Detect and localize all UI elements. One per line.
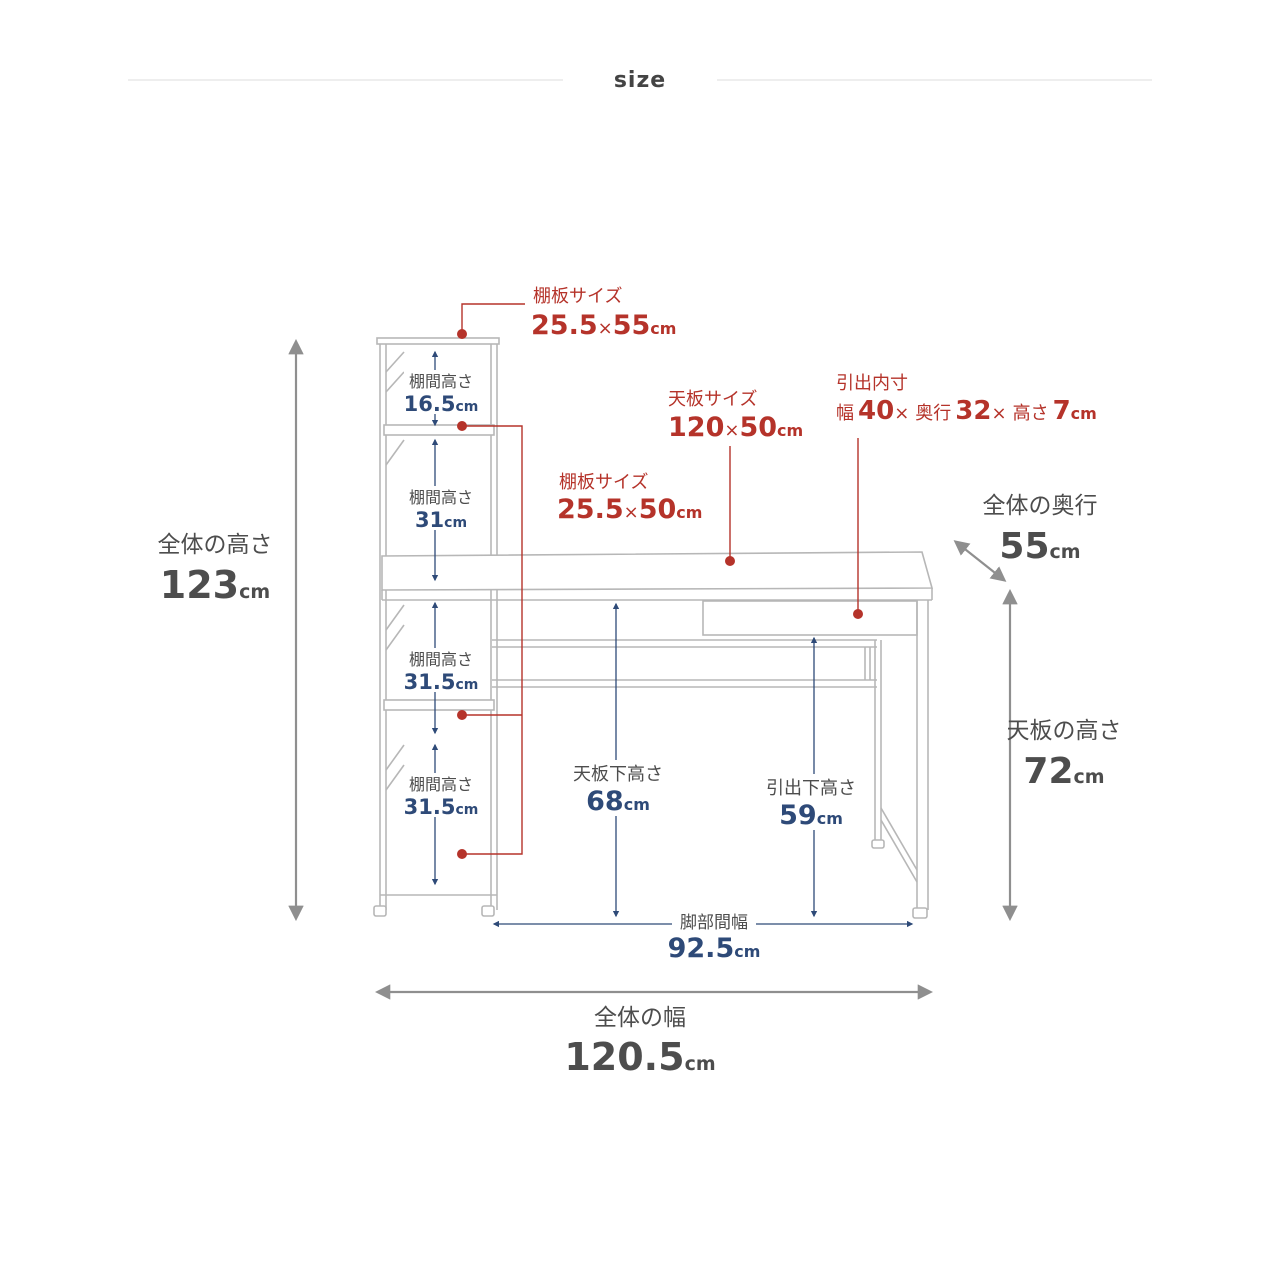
shelf-gap-2-label: 棚間高さ (409, 488, 473, 507)
top-board-value: 120×50cm (668, 412, 803, 443)
tower-foot-right (481, 905, 495, 917)
under-drawer-value: 59cm (779, 800, 843, 831)
desk-drawing (373, 337, 934, 919)
shelf-top-leader (461, 303, 525, 334)
leg-span-value: 92.5cm (668, 933, 761, 964)
section-title: size (614, 68, 666, 93)
top-board-label: 天板サイズ (668, 389, 757, 410)
shelf-gap-3-value: 31.5cm (404, 670, 479, 694)
shelf-top-label: 棚板サイズ (533, 286, 622, 307)
tower-foot-left (373, 905, 387, 917)
shelf-lower-label: 棚板サイズ (559, 472, 648, 493)
overall-height-value: 123cm (160, 563, 270, 607)
under-drawer-label: 引出下高さ (766, 778, 856, 799)
shelf-top-dot (457, 329, 467, 339)
overall-height-label: 全体の高さ (158, 532, 273, 558)
shelf-gap-4-label: 棚間高さ (409, 775, 473, 794)
desk-height-label: 天板の高さ (1007, 718, 1122, 744)
shelf-5-dot (457, 849, 467, 859)
shelf-2 (383, 424, 495, 436)
drawer (702, 600, 918, 636)
overall-depth-arrow (953, 540, 1007, 582)
under-top-value: 68cm (586, 786, 650, 817)
desk-top-board (381, 551, 934, 591)
shelf-4 (383, 699, 495, 711)
under-top-label: 天板下高さ (573, 764, 663, 785)
shelf-lower-leader (462, 425, 523, 855)
tower-top-board (376, 337, 500, 345)
desk-foot-right (912, 907, 928, 919)
shelf-gap-3-label: 棚間高さ (409, 650, 473, 669)
leg-span-label: 脚部間幅 (680, 913, 748, 933)
shelf-gap-1-value: 16.5cm (404, 392, 479, 416)
desk-foot-back (871, 839, 885, 849)
drawer-inner-label: 引出内寸 (836, 373, 908, 394)
shelf-lower-value: 25.5×50cm (557, 494, 702, 525)
overall-width-value: 120.5cm (564, 1035, 715, 1079)
top-board-dot (725, 556, 735, 566)
overall-depth-label: 全体の奥行 (983, 493, 1098, 519)
shelf-2-dot (457, 421, 467, 431)
overall-width-label: 全体の幅 (594, 1005, 686, 1031)
shelf-gap-1-label: 棚間高さ (409, 372, 473, 391)
shelf-gap-labels: 棚間高さ 16.5cm 棚間高さ 31cm 棚間高さ 31.5cm 棚間高さ 3… (404, 370, 479, 819)
drawer-dot (853, 609, 863, 619)
shelf-gap-4-value: 31.5cm (404, 795, 479, 819)
shelf-gap-2-value: 31cm (415, 508, 467, 532)
overall-depth-value: 55cm (999, 526, 1080, 567)
shelf-4-dot (457, 710, 467, 720)
desk-height-value: 72cm (1023, 751, 1104, 792)
shelf-top-value: 25.5×55cm (531, 310, 676, 341)
